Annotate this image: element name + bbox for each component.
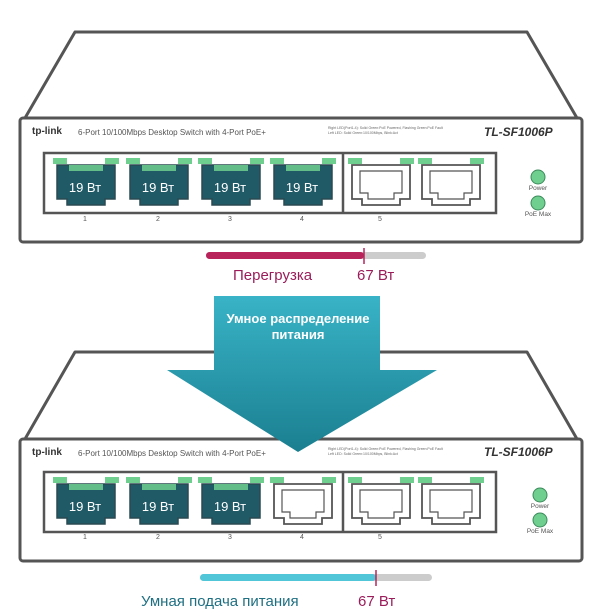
port-1-number: 1 (83, 216, 87, 223)
power-led-label: Power (528, 185, 548, 192)
rj45-port-2 (126, 477, 192, 525)
poe-max-led (532, 512, 548, 528)
brand-logo: tp-link (32, 447, 62, 458)
brand-logo: tp-link (32, 126, 62, 137)
model-name: TL-SF1006P (484, 445, 553, 459)
port-3-power-label: 19 Вт (213, 499, 247, 514)
power-led-label: Power (530, 503, 550, 510)
smart-power-bar (200, 570, 432, 586)
port-5-number: 5 (378, 216, 382, 223)
rj45-port-4 (270, 158, 336, 206)
model-name: TL-SF1006P (484, 125, 553, 139)
port-3-power-label: 19 Вт (213, 180, 247, 195)
rj45-port-5 (348, 158, 414, 206)
smart-power-label: Умная подача питания (141, 593, 299, 610)
smart-value-label: 67 Вт (358, 593, 396, 610)
rj45-port-1 (53, 158, 119, 206)
rj45-port-2 (126, 158, 192, 206)
port-4-number: 4 (300, 216, 304, 223)
led-legend: Right LED(Port1-4): Solid Green:PoE Powe… (328, 447, 443, 457)
switch-top: tp-link 6-Port 10/100Mbps Desktop Switch… (0, 0, 596, 250)
switch-description: 6-Port 10/100Mbps Desktop Switch with 4-… (78, 449, 266, 458)
port-4-number: 4 (300, 534, 304, 541)
port-2-power-label: 19 Вт (141, 180, 175, 195)
led-legend-line-2: Left LED: Solid Green:10/100Mbps, Blink:… (328, 452, 398, 456)
rj45-port-5 (348, 477, 414, 525)
rj45-port-3 (198, 158, 264, 206)
port-5-number: 5 (378, 534, 382, 541)
led-legend-line-1: Right LED(Port1-4): Solid Green:PoE Powe… (328, 126, 443, 130)
poe-max-led (530, 195, 546, 211)
arrow-caption: Умное распределение питания (205, 311, 391, 343)
arrow-caption-line-2: питания (271, 327, 325, 342)
port-1-number: 1 (83, 534, 87, 541)
power-led (530, 169, 546, 185)
poe-max-led-label: PoE Max (524, 211, 552, 218)
arrow-caption-line-1: Умное распределение (226, 311, 370, 326)
switch-top-body (18, 30, 584, 244)
port-3-number: 3 (228, 216, 232, 223)
rj45-port-1 (53, 477, 119, 525)
led-legend-line-2: Left LED: Solid Green:10/100Mbps, Blink:… (328, 131, 398, 135)
overload-value-label: 67 Вт (357, 267, 395, 284)
led-legend-line-1: Right LED(Port1-4): Solid Green:PoE Powe… (328, 447, 443, 451)
led-legend: Right LED(Port1-4): Solid Green:PoE Powe… (328, 126, 443, 136)
port-1-power-label: 19 Вт (68, 499, 102, 514)
rj45-port-4 (270, 477, 336, 525)
rj45-port-6 (418, 477, 484, 525)
port-3-number: 3 (228, 534, 232, 541)
smart-bar-fill (200, 574, 376, 581)
overload-power-bar (206, 248, 426, 264)
overload-label: Перегрузка (233, 267, 313, 284)
port-2-power-label: 19 Вт (141, 499, 175, 514)
port-2-number: 2 (156, 534, 160, 541)
port-2-number: 2 (156, 216, 160, 223)
overload-bar-fill (206, 252, 364, 259)
port-1-power-label: 19 Вт (68, 180, 102, 195)
power-led (532, 487, 548, 503)
rj45-port-6 (418, 158, 484, 206)
port-4-power-label: 19 Вт (285, 180, 319, 195)
rj45-port-3 (198, 477, 264, 525)
switch-description: 6-Port 10/100Mbps Desktop Switch with 4-… (78, 128, 266, 137)
poe-max-led-label: PoE Max (526, 528, 554, 535)
